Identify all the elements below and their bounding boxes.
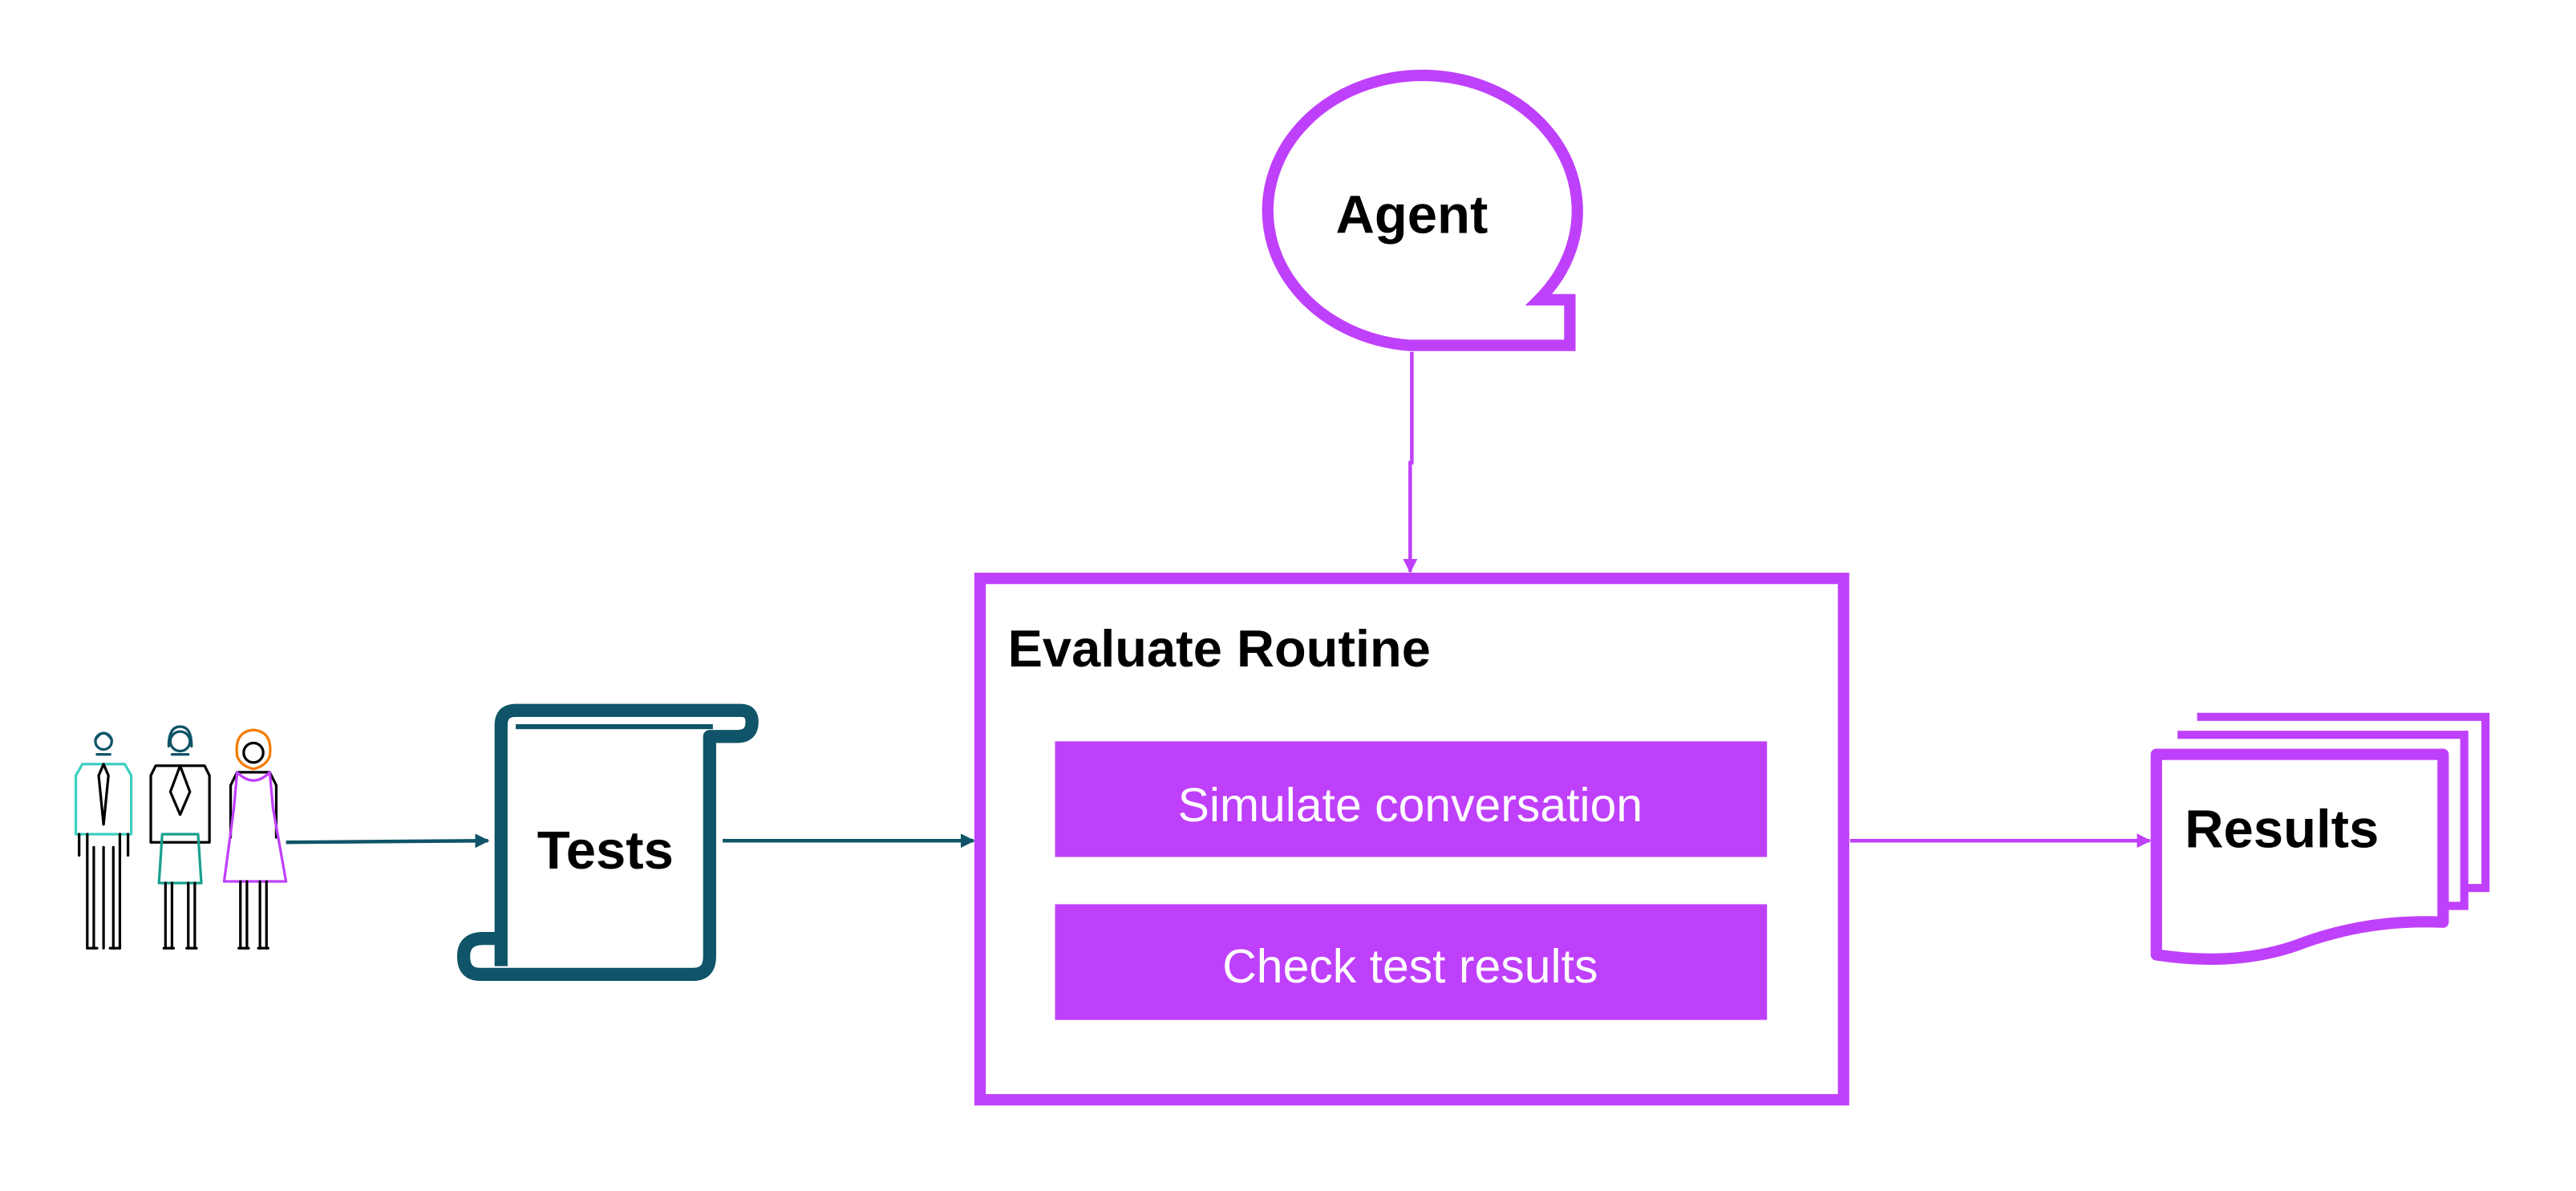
scroll-icon [456,703,759,981]
woman-dress-figure-icon [222,728,288,950]
people-icon [74,725,288,950]
evaluate-routine-node: Evaluate Routine Simulate conversation C… [974,573,1849,1106]
tests-label: Tests [537,820,674,881]
simulate-conversation-label: Simulate conversation [1178,780,1643,832]
man-figure-icon [74,731,133,950]
results-node: Results [2150,712,2490,965]
document-stack-icon [2150,712,2490,965]
evaluate-routine-title: Evaluate Routine [1008,619,1431,678]
agent-to-evaluate-arrow [1403,351,1418,573]
tests-node: Tests [456,703,759,981]
woman-suit-figure-icon [149,725,211,950]
agent-label: Agent [1335,184,1488,245]
agent-node: Agent [1262,69,1583,351]
people-to-tests-arrow [286,833,490,849]
check-test-results-step [1055,904,1768,1020]
speech-bubble-icon [1262,69,1583,351]
check-test-results-label: Check test results [1222,941,1598,993]
results-label: Results [2185,799,2379,859]
simulate-conversation-step [1055,741,1768,857]
connectors [286,351,2152,849]
